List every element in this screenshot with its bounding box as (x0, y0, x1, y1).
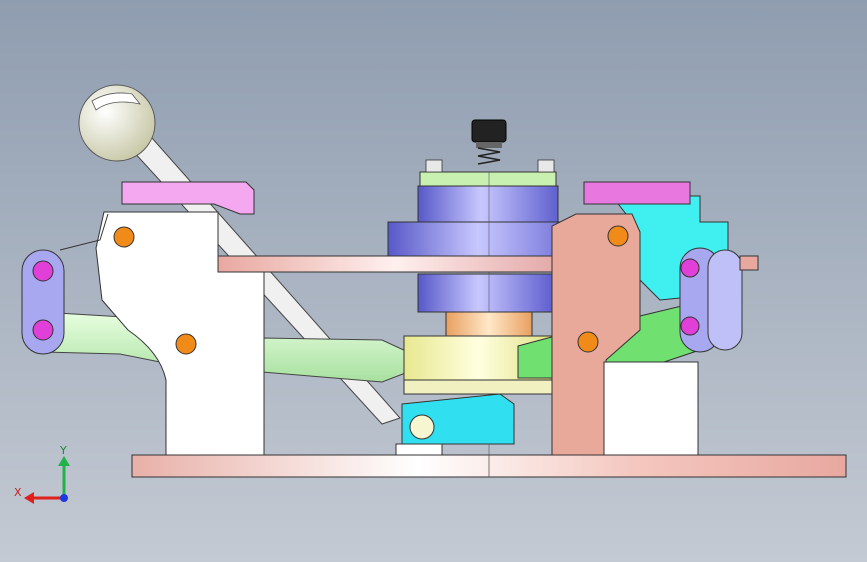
right-link-pin-bottom[interactable] (680, 316, 700, 336)
cap-bolt-right[interactable] (537, 159, 555, 173)
y-axis-arrowhead (58, 456, 70, 466)
cap-bolt-left[interactable] (425, 159, 443, 173)
left-clamp-pad[interactable] (121, 181, 255, 215)
yellow-bushing-lower[interactable] (403, 379, 555, 395)
cylinder-lower[interactable] (417, 273, 553, 313)
right-link-plate-2[interactable] (707, 249, 743, 351)
x-axis-arrowhead (24, 492, 34, 504)
top-bolt-washer (476, 142, 502, 148)
y-axis-label: Y (59, 444, 67, 457)
right-link-pin-top[interactable] (680, 258, 700, 278)
x-axis-label: X (14, 486, 22, 499)
right-bar-end[interactable] (739, 255, 759, 271)
z-axis-dot (60, 494, 68, 502)
left-link-pin-top[interactable] (32, 260, 54, 282)
cylinder-upper[interactable] (417, 185, 559, 223)
left-body-step (59, 213, 109, 251)
axis-triad: Y X (14, 444, 70, 504)
left-link-pin-bottom[interactable] (32, 319, 54, 341)
top-bolt-head[interactable] (471, 119, 507, 143)
left-pivot-pin-top[interactable] (113, 226, 135, 248)
right-pivot-pin-bottom[interactable] (577, 331, 599, 353)
cam-pedestal (395, 443, 443, 456)
center-shaft[interactable] (445, 311, 533, 341)
right-pivot-pin-top[interactable] (607, 225, 629, 247)
right-clamp-pad[interactable] (583, 181, 691, 205)
knob-highlight (91, 92, 142, 111)
top-cap-plate[interactable] (419, 171, 557, 187)
left-link-plate[interactable] (21, 249, 65, 355)
clamp-bar[interactable] (217, 255, 575, 273)
left-pivot-pin-bottom[interactable] (175, 333, 197, 355)
compression-spring (477, 147, 501, 165)
right-support-block[interactable] (603, 361, 699, 456)
cam-pin[interactable] (409, 414, 435, 440)
right-body-block[interactable] (551, 213, 641, 456)
